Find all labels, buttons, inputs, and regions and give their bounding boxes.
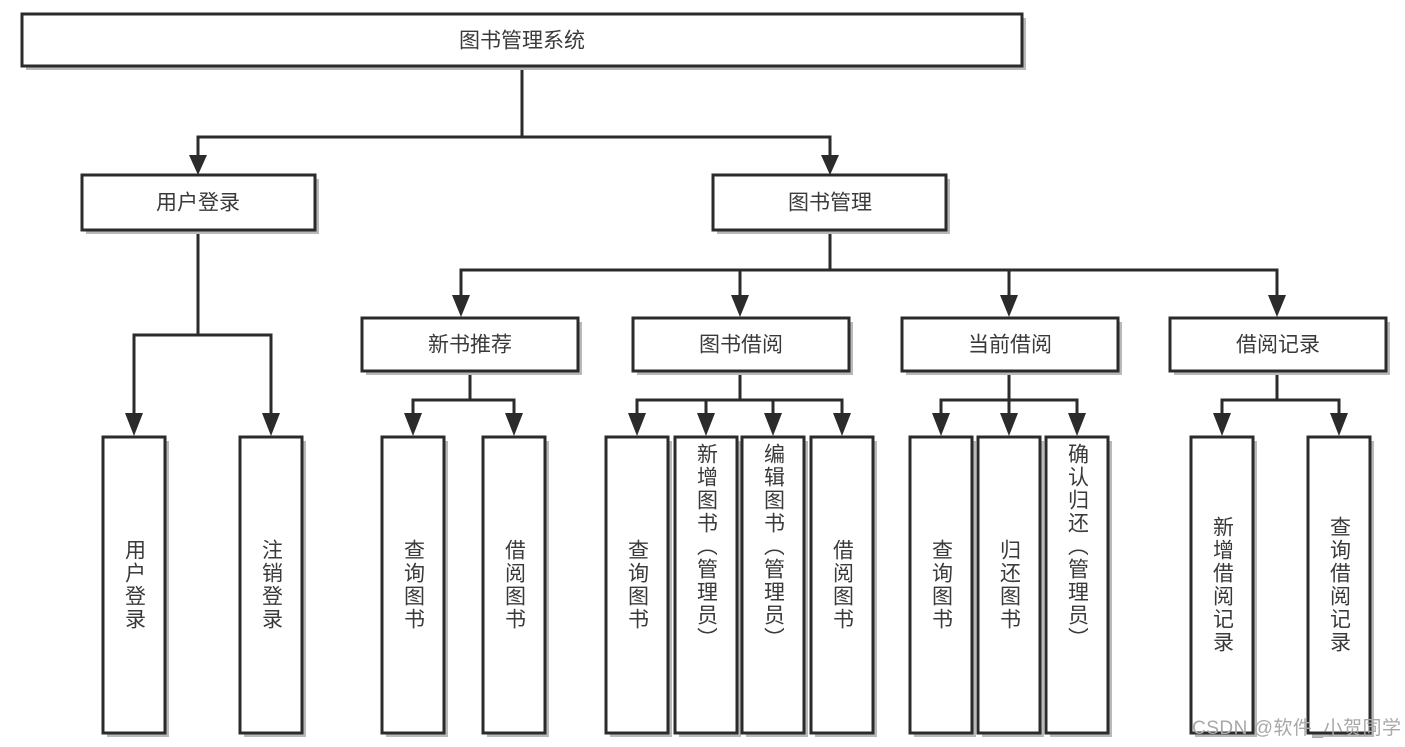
node-leaf-user-login[interactable] xyxy=(101,435,167,735)
arrow-to-leaf-query-book-3 xyxy=(932,413,950,436)
arrow-to-new-book-recommend xyxy=(452,295,470,317)
arrow-to-leaf-user-login xyxy=(125,413,143,436)
node-new-book-recommend-label: 新书推荐 xyxy=(428,334,512,357)
node-new-book-recommend[interactable] xyxy=(360,316,580,373)
node-leaf-borrow-book-1[interactable] xyxy=(481,435,547,735)
node-leaf-query-book-3[interactable] xyxy=(908,435,974,735)
node-leaf-query-book-2[interactable] xyxy=(604,435,670,735)
node-layer: 图书管理系统 用户登录 图书管理 新书推荐 图书借阅 当前借阅 借阅记录 xyxy=(20,12,1390,737)
arrow-to-leaf-query-record xyxy=(1330,413,1348,436)
arrow-to-book-borrow xyxy=(731,295,749,317)
node-leaf-query-record[interactable] xyxy=(1306,435,1372,735)
node-current-borrow-label: 当前借阅 xyxy=(968,334,1052,357)
arrow-to-borrow-record xyxy=(1268,295,1286,317)
node-leaf-borrow-book-2[interactable] xyxy=(809,435,875,735)
node-book-borrow[interactable] xyxy=(631,316,851,373)
node-leaf-user-logout[interactable] xyxy=(238,435,304,735)
node-book-borrow-label: 图书借阅 xyxy=(699,334,783,357)
arrow-to-leaf-confirm-return xyxy=(1068,413,1086,436)
connector-layer xyxy=(125,64,1348,436)
node-user-login-label: 用户登录 xyxy=(156,192,240,215)
arrow-to-user-login xyxy=(189,155,207,175)
arrow-to-leaf-add-record xyxy=(1213,413,1231,436)
arrow-to-leaf-borrow-book-1 xyxy=(505,413,523,436)
node-borrow-record-label: 借阅记录 xyxy=(1236,334,1320,357)
node-leaf-add-record[interactable] xyxy=(1189,435,1255,735)
node-borrow-record[interactable] xyxy=(1168,316,1388,373)
arrow-to-book-manage xyxy=(821,155,839,175)
arrow-to-leaf-user-logout xyxy=(262,413,280,436)
arrow-to-leaf-return-book xyxy=(1000,413,1018,436)
node-root[interactable] xyxy=(20,12,1024,68)
node-leaf-confirm-return[interactable] xyxy=(1044,435,1110,735)
arrow-to-current-borrow xyxy=(1000,295,1018,317)
node-root-label: 图书管理系统 xyxy=(459,30,585,53)
arrow-to-leaf-borrow-book-2 xyxy=(833,413,851,436)
csdn-watermark: CSDN @软件_小贺同学 xyxy=(1192,718,1402,739)
node-leaf-add-book[interactable] xyxy=(673,435,739,735)
node-book-manage[interactable] xyxy=(711,173,948,232)
arrow-to-leaf-edit-book xyxy=(764,413,782,436)
arrow-to-leaf-query-book-2 xyxy=(628,413,646,436)
node-user-login[interactable] xyxy=(80,173,317,232)
arrow-to-leaf-add-book xyxy=(697,413,715,436)
node-current-borrow[interactable] xyxy=(900,316,1120,373)
arrow-to-leaf-query-book-1 xyxy=(404,413,422,436)
node-leaf-query-book-1[interactable] xyxy=(380,435,446,735)
node-leaf-return-book[interactable] xyxy=(976,435,1042,735)
node-book-manage-label: 图书管理 xyxy=(788,192,872,215)
node-leaf-edit-book[interactable] xyxy=(740,435,806,735)
